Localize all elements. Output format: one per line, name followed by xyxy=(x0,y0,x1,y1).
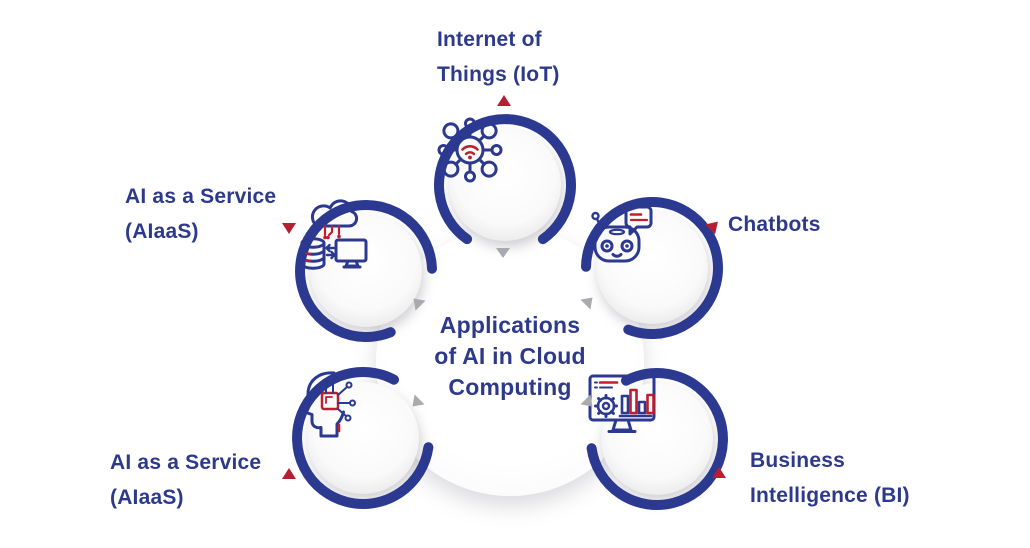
ai-head-circuit-icon xyxy=(304,371,356,438)
node-bi xyxy=(582,364,732,514)
node-chatbots xyxy=(577,193,727,343)
chatbots-ring xyxy=(581,197,723,339)
node-aiaas-lower xyxy=(288,363,438,513)
red-arrow-iot-icon xyxy=(497,95,511,106)
aiaas-upper-ring xyxy=(295,199,437,342)
label-chatbots: Chatbots xyxy=(728,213,821,236)
iot-network-icon xyxy=(437,117,503,183)
bi-dashboard-icon xyxy=(588,374,656,433)
label-iot: Internet of Things (IoT) xyxy=(437,28,560,86)
red-arrow-aiaas-upper-icon xyxy=(282,223,296,234)
diagram-title: Applications of AI in Cloud Computing xyxy=(375,310,645,403)
node-iot xyxy=(430,110,580,260)
node-aiaas-upper xyxy=(291,196,441,346)
label-bi: Business Intelligence (BI) xyxy=(750,449,910,507)
chatbot-icon xyxy=(587,205,653,263)
title-line: of AI in Cloud xyxy=(434,343,586,369)
gray-arrow-top-icon xyxy=(496,248,510,258)
cloud-data-service-icon xyxy=(300,199,368,270)
label-aiaas-lower: AI as a Service (AIaaS) xyxy=(110,451,262,509)
red-arrow-aiaas-lower-icon xyxy=(282,468,296,479)
label-aiaas-upper: AI as a Service (AIaaS) xyxy=(125,185,277,243)
iot-ring xyxy=(434,114,576,245)
title-line: Applications xyxy=(439,312,581,338)
red-arrow-bi-icon xyxy=(712,467,726,478)
title-line: Computing xyxy=(448,374,572,400)
